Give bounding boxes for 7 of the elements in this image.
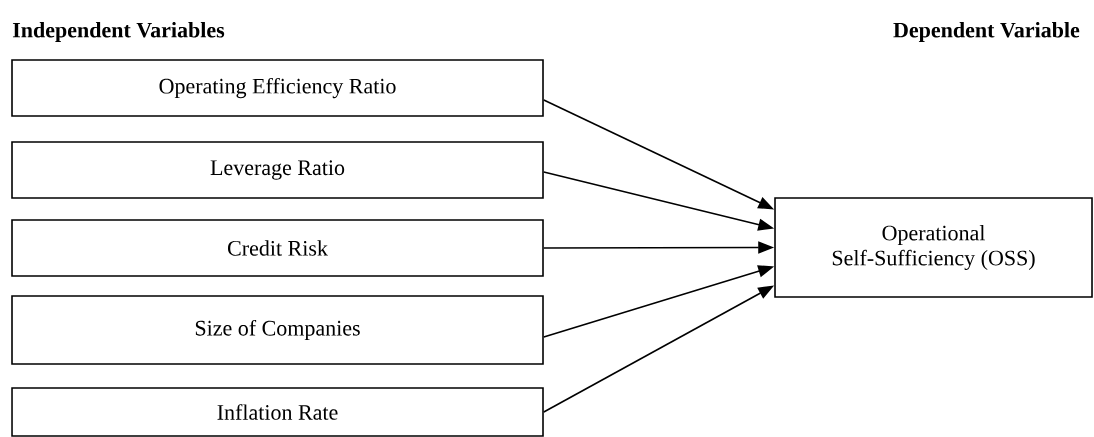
variable-box: Operating Efficiency Ratio	[11, 59, 544, 117]
variable-box: Credit Risk	[11, 219, 544, 277]
variable-box: Operational Self-Sufficiency (OSS)	[774, 197, 1093, 298]
column-heading: Dependent Variable	[893, 22, 1080, 42]
variable-box: Size of Companies	[11, 295, 544, 365]
variable-box: Inflation Rate	[11, 387, 544, 437]
variable-box: Leverage Ratio	[11, 141, 544, 199]
